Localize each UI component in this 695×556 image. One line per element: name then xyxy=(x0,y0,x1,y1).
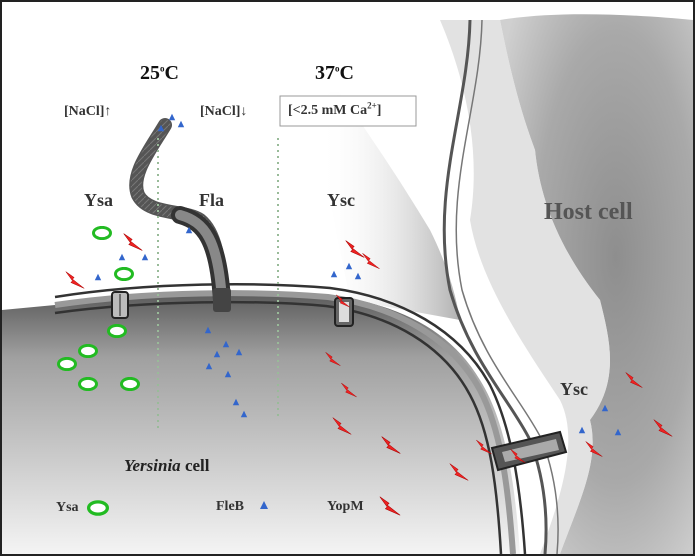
legend-fleb-label: FleB xyxy=(216,499,244,515)
temperature-low: 25oC xyxy=(140,62,179,85)
ysc-label: Ysc xyxy=(327,190,355,211)
legend-ysa-label: Ysa xyxy=(56,500,79,516)
ysc-host-label: Ysc xyxy=(560,379,588,400)
ysa-ring xyxy=(116,268,133,279)
legend-yopm-label: YopM xyxy=(327,499,364,515)
host-cell-label: Host cell xyxy=(544,199,633,226)
legend-ysa-ring xyxy=(89,502,108,514)
ysa-ring xyxy=(80,378,97,389)
ysa-ring xyxy=(80,345,97,356)
ysa-ring xyxy=(109,325,126,336)
ysa-ring xyxy=(94,227,111,238)
yersinia-cell-label: Yersinia cell xyxy=(124,456,209,476)
ysa-ring xyxy=(122,378,139,389)
fla-label: Fla xyxy=(199,190,224,211)
temperature-high: 37oC xyxy=(315,62,354,85)
ysa-label: Ysa xyxy=(84,190,113,211)
nacl-high-label: [NaCl]↑ xyxy=(64,104,111,120)
ysa-ring xyxy=(59,358,76,369)
ysa-injectisome xyxy=(112,292,128,318)
calcium-label: [<2.5 mM Ca2+] xyxy=(288,103,381,119)
nacl-low-label: [NaCl]↓ xyxy=(200,104,247,120)
ysc-injectisome xyxy=(335,298,353,326)
